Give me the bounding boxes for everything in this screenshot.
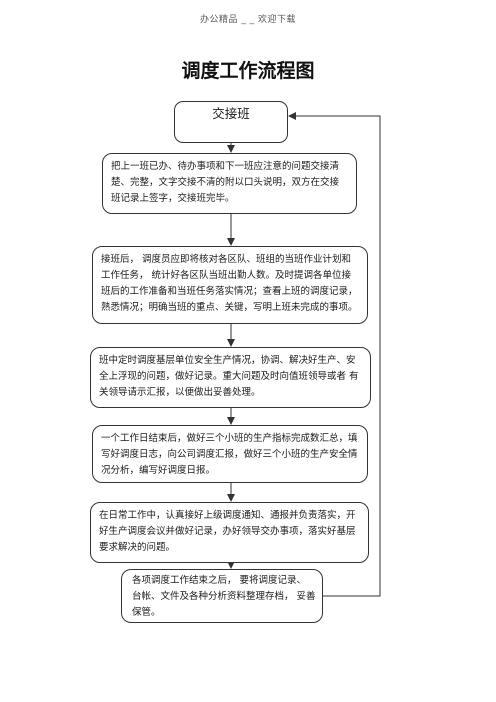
node-step6-archive: 各项调度工作结束之后， 要将调度记录、 台帐、文件及各种分析资料整理存档， 妥善…: [121, 569, 323, 623]
node-step3-shift-dispatch: 班中定时调度基层单位安全生产情况，协调、解决好生产、安全上浮现的问题，做好记录。…: [90, 347, 371, 408]
node-step5-daily-work: 在日常工作中，认真接好上级调度通知、通报并负责落实，开好生产调度会议并做好记录，…: [90, 502, 369, 563]
page-header: 办公精品 _ _ 欢迎下载: [199, 15, 297, 25]
node-step2-after-takeover: 接班后， 调度员应即将核对各区队、班组的当班作业计划和工作任务， 统计好各区队当…: [92, 246, 368, 324]
node-step4-daily-summary: 一个工作日结束后，做好三个小班的生产指标完成数汇总，填写好调度日志，向公司调度汇…: [92, 425, 368, 483]
node-handover: 交接班: [174, 101, 288, 143]
loop-back-arrow: [288, 112, 381, 597]
diagram-title: 调度工作流程图: [181, 60, 315, 82]
node-step1-handover-details: 把上一班已办、待办事项和下一班应注意的问题交接清楚、完整，文字交接不清的附以口头…: [102, 153, 357, 214]
